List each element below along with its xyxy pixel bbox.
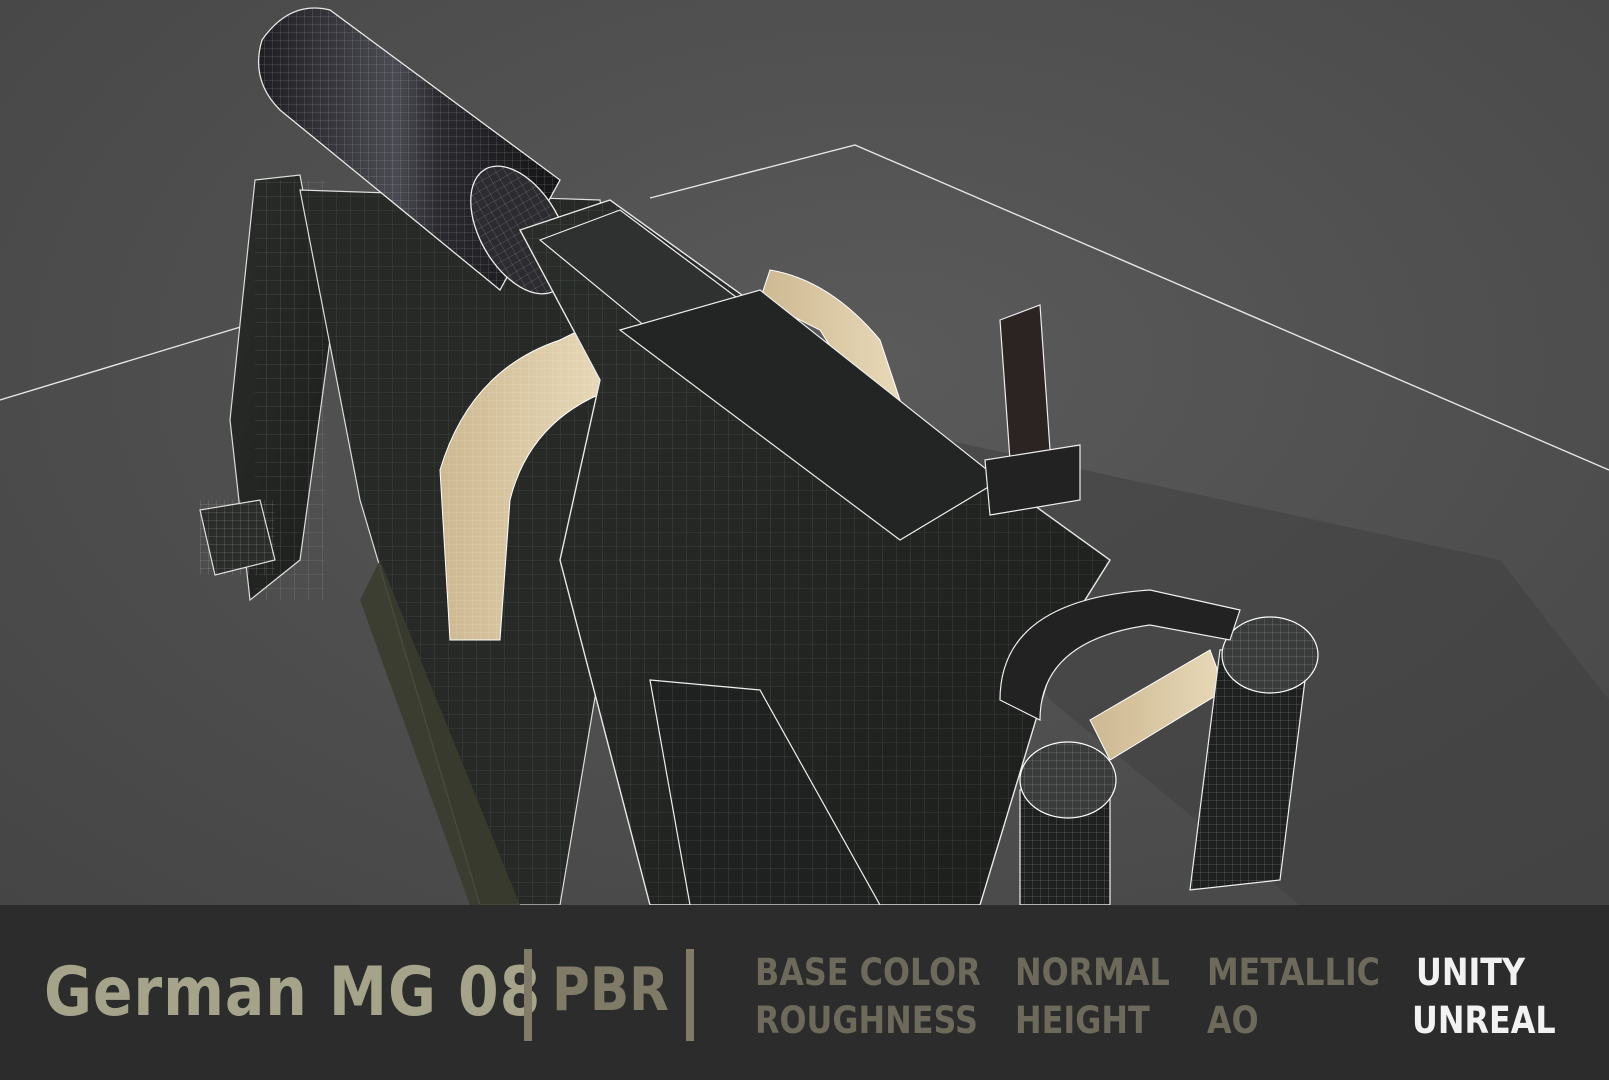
render-viewport	[0, 0, 1609, 905]
map-ao: AO	[1207, 999, 1259, 1042]
info-bar: German MG 08 PBR BASE COLOR ROUGHNESS NO…	[0, 905, 1609, 1080]
map-height: HEIGHT	[1015, 999, 1150, 1042]
map-normal: NORMAL	[1015, 951, 1170, 994]
engine-unity: UNITY	[1416, 951, 1526, 994]
spade-grips	[999, 589, 1319, 905]
map-roughness: ROUGHNESS	[755, 999, 978, 1042]
map-metallic: METALLIC	[1207, 951, 1381, 994]
rear-sight	[984, 304, 1081, 516]
separator-left	[524, 949, 532, 1041]
ground-plane	[0, 144, 1609, 471]
product-title: German MG 08	[44, 953, 542, 1032]
wireframe-render	[0, 7, 1609, 905]
receiver	[518, 199, 1111, 905]
map-base-color: BASE COLOR	[755, 951, 981, 994]
pbr-label: PBR	[552, 955, 669, 1025]
separator-right	[686, 949, 694, 1041]
engine-unreal: UNREAL	[1412, 999, 1556, 1042]
